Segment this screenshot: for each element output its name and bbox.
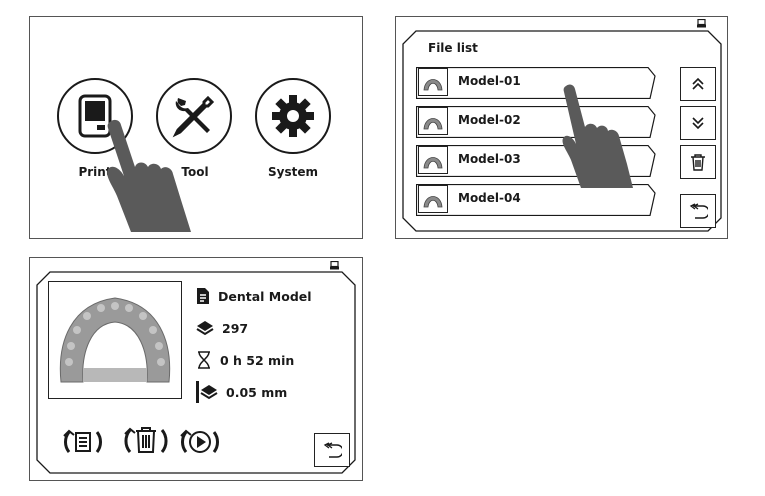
delete-button[interactable] [680, 145, 716, 179]
layer-thickness-value: 0.05 mm [226, 384, 288, 400]
usb-icon [697, 19, 706, 28]
print-button[interactable] [57, 78, 133, 154]
file-detail-frame [36, 271, 356, 474]
layer-thickness-icon [196, 381, 218, 403]
hand-pointer-illustration [562, 84, 633, 188]
system-label: System [268, 165, 318, 179]
back-button[interactable] [314, 433, 350, 467]
print-label: Print [78, 165, 112, 179]
layers-row: 297 [196, 317, 248, 339]
page-up-icon [692, 77, 704, 90]
gear-icon [272, 95, 314, 137]
dental-model-image [59, 297, 171, 383]
back-button[interactable] [680, 194, 716, 228]
file-name: Model-01 [458, 74, 521, 88]
delete-icon [124, 427, 168, 453]
file-name: Model-04 [458, 191, 521, 205]
file-name-value: Dental Model [218, 288, 312, 304]
page-down-button[interactable] [680, 106, 716, 140]
file-row[interactable]: Model-01 [416, 67, 656, 99]
file-list-frame [402, 30, 722, 232]
print-time-row: 0 h 52 min [196, 349, 294, 371]
print-icon [78, 94, 112, 138]
model-thumbnail [418, 185, 448, 213]
delete-icon [691, 153, 705, 171]
file-name: Model-03 [458, 152, 521, 166]
system-button[interactable] [255, 78, 331, 154]
document-icon [197, 288, 209, 304]
page-up-button[interactable] [680, 67, 716, 101]
back-icon [323, 442, 342, 458]
layers-value: 297 [222, 320, 249, 336]
hourglass-icon [198, 351, 210, 369]
layers-icon [196, 321, 214, 336]
play-icon [180, 429, 219, 453]
model-preview [48, 281, 182, 399]
page-down-icon [692, 117, 704, 130]
model-thumbnail [418, 107, 448, 135]
model-thumbnail [418, 146, 448, 174]
hand-pointer-illustration [107, 119, 191, 232]
tool-icon [172, 95, 215, 138]
layer-thickness-row: 0.05 mm [196, 381, 287, 403]
delete-file-button[interactable] [122, 420, 170, 462]
model-thumbnail [418, 68, 448, 96]
file-name: Model-02 [458, 113, 521, 127]
file-name-row: Dental Model [196, 285, 312, 307]
details-button[interactable] [61, 422, 105, 462]
tool-label: Tool [181, 165, 209, 179]
back-icon [689, 203, 708, 219]
start-print-button[interactable] [178, 422, 222, 462]
usb-icon [330, 261, 339, 270]
tool-button[interactable] [156, 78, 232, 154]
print-time-value: 0 h 52 min [220, 352, 295, 368]
file-list-title: File list [428, 41, 478, 55]
file-row[interactable]: Model-04 [416, 184, 656, 216]
details-icon [63, 429, 102, 453]
